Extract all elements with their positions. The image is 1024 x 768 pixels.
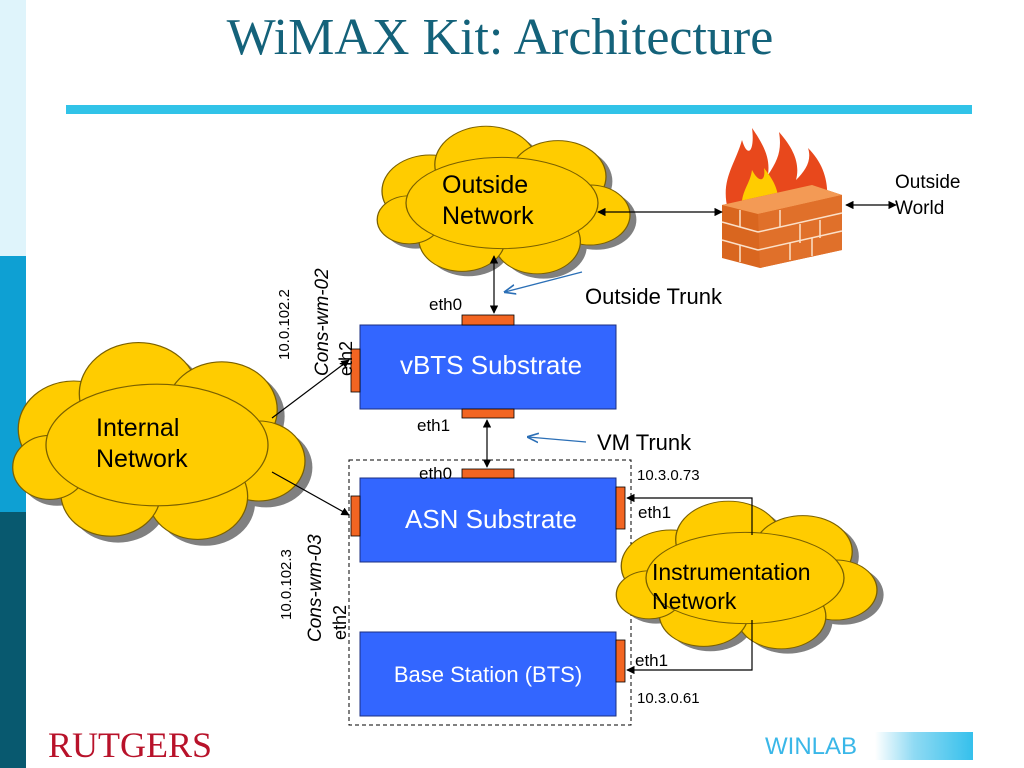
asn-mgmt-ip-label: 10.0.102.3 [278, 549, 295, 620]
instrumentation-network-label-line1: Instrumentation [652, 559, 811, 585]
vbts-eth2-label: eth2 [336, 340, 356, 376]
vbts-eth0-label: eth0 [429, 295, 463, 314]
page-title: WiMAX Kit: Architecture [226, 9, 774, 66]
outside-network-label: Outside Network [442, 170, 534, 233]
asn-ip-label: 10.3.0.73 [637, 467, 700, 484]
outside-trunk-label: Outside Trunk [585, 284, 722, 309]
sidebar-band-dark [0, 512, 26, 768]
internal-to-asn-link [271, 471, 350, 516]
vbts-eth2-port [350, 348, 361, 393]
vbts-eth0-port [461, 314, 515, 326]
base-station-box [359, 631, 617, 717]
vbts-eth1-port [461, 408, 515, 419]
bts-eth1-port [615, 639, 626, 683]
outside-world-label-line2: World [895, 197, 945, 219]
asn-host-label: Cons-wm-03 [305, 534, 326, 642]
asn-eth0-label: eth0 [419, 464, 453, 483]
instrumentation-network-label-line2: Network [652, 587, 737, 614]
asn-eth1-label: eth1 [638, 503, 672, 522]
firewall-icon [721, 128, 843, 268]
internal-network-label: Internal Network [96, 413, 188, 476]
asn-substrate-label: ASN Substrate [405, 504, 577, 534]
outside-network-label-line1: Outside [442, 171, 529, 199]
vbts-substrate-label: vBTS Substrate [399, 350, 583, 380]
instrumentation-network-label: Instrumentation Network [652, 558, 811, 616]
winlab-logo-text: WINLAB [765, 733, 858, 760]
vm-trunk-callout-arrow [528, 437, 587, 442]
vbts-mgmt-ip-label: 10.0.102.2 [276, 289, 293, 360]
outside-network-label-line2: Network [442, 202, 534, 231]
internal-network-label-line1: Internal [96, 414, 180, 442]
rutgers-logo: RUTGERS [48, 725, 213, 765]
outside-world-label-line1: Outside [895, 172, 961, 193]
asn-eth1-port [615, 486, 626, 530]
base-station-label: Base Station (BTS) [393, 662, 583, 687]
vbts-host-label: Cons-wm-02 [312, 268, 333, 376]
instrumentation-to-asn-link [626, 493, 753, 535]
internal-network-label-line2: Network [96, 445, 188, 474]
asn-substrate-box [359, 477, 617, 563]
vm-trunk-label: VM Trunk [597, 430, 692, 455]
vbts-substrate-box [359, 324, 617, 410]
outside-world-label: Outside World [895, 170, 960, 221]
outside-trunk-callout-arrow [505, 271, 583, 292]
bts-eth1-label: eth1 [635, 651, 669, 670]
bts-ip-label: 10.3.0.61 [637, 690, 700, 707]
title-underline [66, 105, 972, 114]
winlab-logo-gradient [875, 732, 973, 760]
winlab-logo: WINLAB [765, 732, 973, 760]
sidebar-band-light [0, 0, 26, 256]
vbts-eth1-label: eth1 [417, 416, 451, 435]
asn-eth2-port [350, 495, 361, 537]
instrumentation-to-bts-link [626, 620, 753, 675]
asn-eth0-port [461, 468, 515, 479]
asn-eth2-label: eth2 [330, 604, 350, 640]
internal-to-vbts-link [271, 359, 350, 419]
